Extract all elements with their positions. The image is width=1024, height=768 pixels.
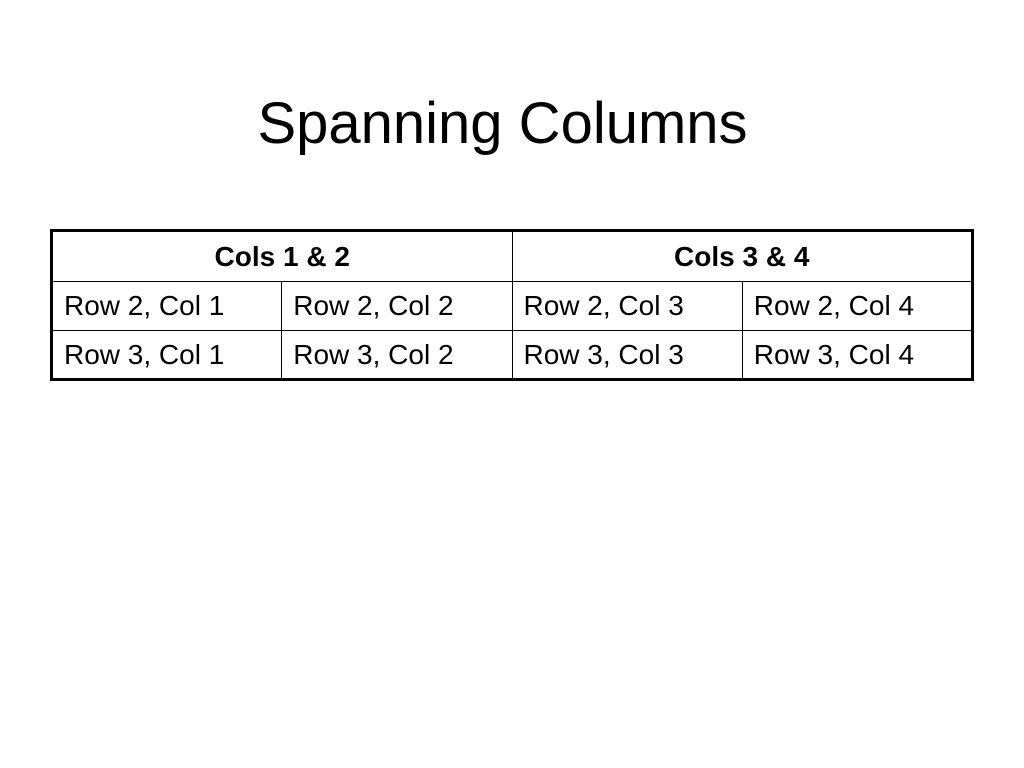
table-cell: Row 3, Col 2: [281, 330, 513, 380]
header-cell-cols-3-4: Cols 3 & 4: [511, 230, 973, 282]
table-cell: Row 3, Col 3: [511, 330, 743, 380]
slide-title: Spanning Columns: [257, 91, 748, 156]
table-cell: Row 2, Col 3: [511, 281, 743, 331]
table-row: Row 2, Col 1 Row 2, Col 2 Row 2, Col 3 R…: [50, 281, 974, 331]
table-cell: Row 2, Col 4: [741, 281, 974, 331]
header-cell-cols-1-2: Cols 1 & 2: [51, 230, 513, 282]
table-cell: Row 2, Col 1: [50, 281, 283, 331]
table-header-row: Cols 1 & 2 Cols 3 & 4: [51, 230, 973, 282]
table-cell: Row 2, Col 2: [281, 281, 513, 331]
spanning-table: Cols 1 & 2 Cols 3 & 4 Row 2, Col 1 Row 2…: [50, 229, 974, 381]
table-row: Row 3, Col 1 Row 3, Col 2 Row 3, Col 3 R…: [50, 330, 974, 380]
table-cell: Row 3, Col 1: [50, 330, 283, 380]
table-cell: Row 3, Col 4: [741, 330, 974, 380]
